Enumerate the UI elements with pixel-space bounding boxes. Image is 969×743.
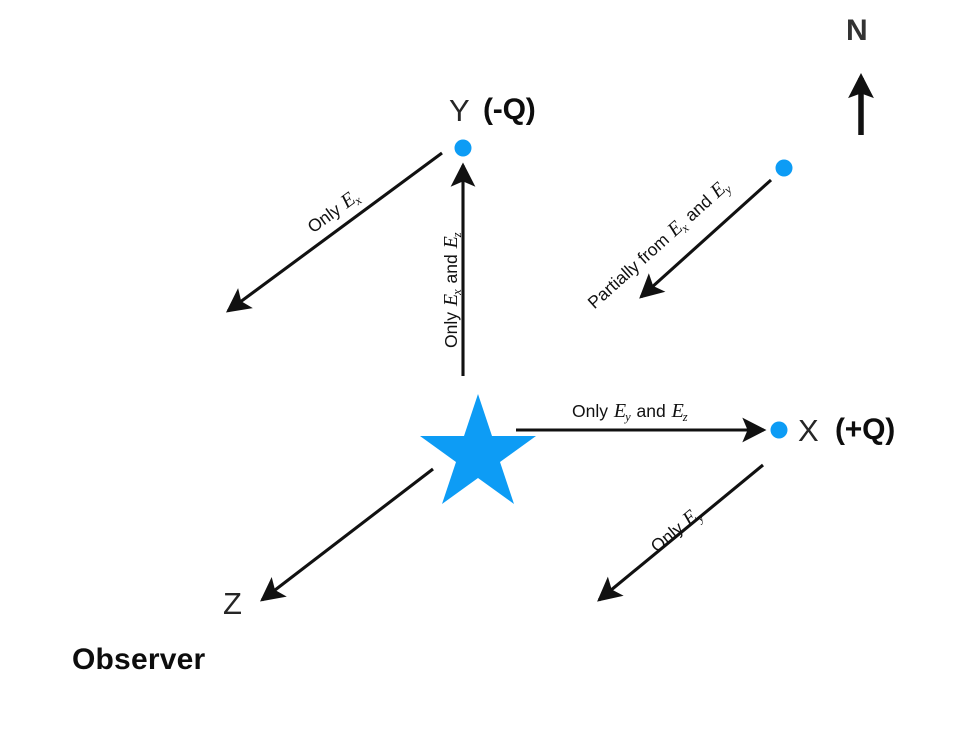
node-name-X: X <box>798 413 819 448</box>
node-name-Z: Z <box>223 586 242 621</box>
annotation-only-ex-and-ez-E2: E <box>440 236 462 249</box>
node-charge-X: (+Q) <box>835 413 896 446</box>
arrow-upper-right-down-left <box>639 178 773 299</box>
star-icon <box>420 394 536 504</box>
annotation-only-ey-and-ez-E2: E <box>671 400 684 422</box>
annotation-only-ey-and-ez: Only Ey and Ez <box>572 400 689 424</box>
arrow-star-to-Z <box>260 467 434 602</box>
annotation-only-ey-and-ez-sub1: y <box>625 409 631 424</box>
node-dot-X <box>770 421 788 439</box>
annotation-only-ey-and-ez-E1: E <box>613 400 627 422</box>
annotation-only-ex-and-ez-E1: E <box>440 293 462 307</box>
node-name-Y: Y <box>449 93 470 128</box>
node-charge-Y: (-Q) <box>483 93 536 126</box>
compass-north-label: N <box>846 14 868 47</box>
annotation-only-ex-and-ez-and: and <box>441 249 461 289</box>
annotation-only-ex-and-ez-text: Only <box>441 307 461 348</box>
observer-label: Observer <box>72 643 206 676</box>
annotation-only-ey-and-ez-and: and <box>631 401 671 421</box>
node-dot-upper-right <box>775 159 793 177</box>
annotation-only-ex-and-ez-sub1: x <box>449 289 464 295</box>
annotation-only-ex-and-ez-sub2: z <box>449 232 464 238</box>
annotation-only-ey-and-ez-sub2: z <box>682 409 688 424</box>
arrow-Y-down-left <box>226 151 443 313</box>
annotation-only-ey-and-ez-text: Only <box>572 401 613 421</box>
arrow-X-down-left <box>597 463 764 602</box>
annotation-only-ex-and-ez: Only Ex and Ez <box>440 231 464 348</box>
node-dot-Y <box>454 139 472 157</box>
